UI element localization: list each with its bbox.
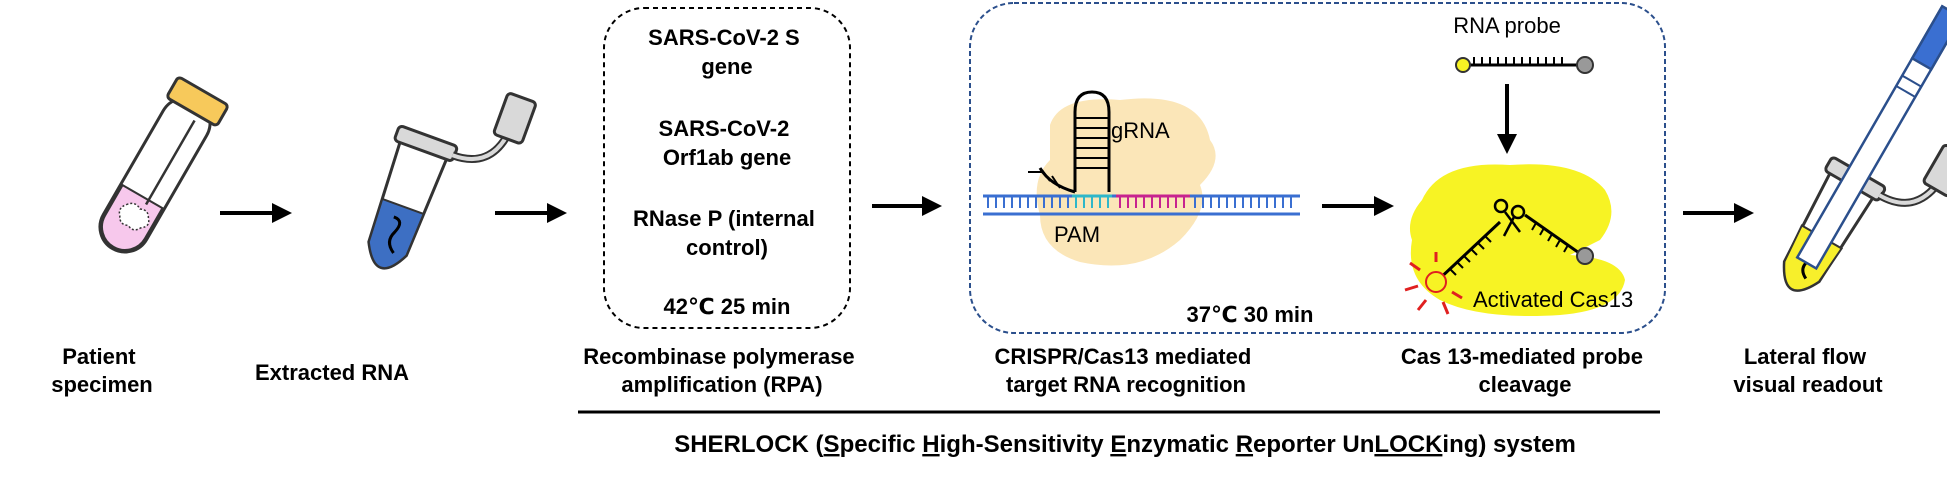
- grna-hairpin-icon: [1028, 90, 1111, 194]
- extracted-rna-label: Extracted RNA: [255, 360, 409, 385]
- lateral-flow-label: Lateral flow visual readout: [1733, 344, 1883, 397]
- activated-cas13: [1409, 164, 1625, 316]
- activated-cas13-label: Activated Cas13: [1473, 287, 1633, 312]
- rna-tube-icon: [367, 92, 537, 270]
- rpa-target-s: SARS-CoV-2 S gene: [648, 25, 806, 79]
- rpa-target-rnasep: RNase P (internal control): [633, 206, 821, 260]
- rpa-box: [603, 7, 851, 329]
- rna-probe-icon: [1455, 56, 1594, 74]
- grna-label: gRNA: [1111, 118, 1170, 143]
- cas13-condition: 37℃ 30 min: [1187, 302, 1314, 327]
- rpa-target-orf1ab: SARS-CoV-2 Orf1ab gene: [659, 116, 796, 170]
- crispr-label: CRISPR/Cas13 mediated target RNA recogni…: [995, 344, 1258, 397]
- target-duplex-icon: [983, 194, 1300, 216]
- cas13-protein: [1036, 98, 1216, 266]
- patient-specimen-label: Patient specimen: [51, 344, 153, 397]
- cleaved-probe-icon: [1404, 213, 1594, 315]
- specimen-tube-icon: [98, 76, 229, 254]
- rpa-label: Recombinase polymerase amplification (RP…: [583, 344, 861, 397]
- scissors-icon: [1493, 198, 1526, 237]
- system-title: SHERLOCK (Specific High-Sensitivity Enzy…: [674, 431, 1576, 458]
- rpa-condition: 42℃ 25 min: [664, 294, 791, 319]
- pam-label: PAM: [1054, 222, 1100, 247]
- cas13-box: [969, 2, 1666, 334]
- rna-probe-label: RNA probe: [1453, 13, 1561, 38]
- lateral-flow-icon: [1782, 4, 1947, 292]
- cleavage-label: Cas 13-mediated probe cleavage: [1401, 344, 1649, 397]
